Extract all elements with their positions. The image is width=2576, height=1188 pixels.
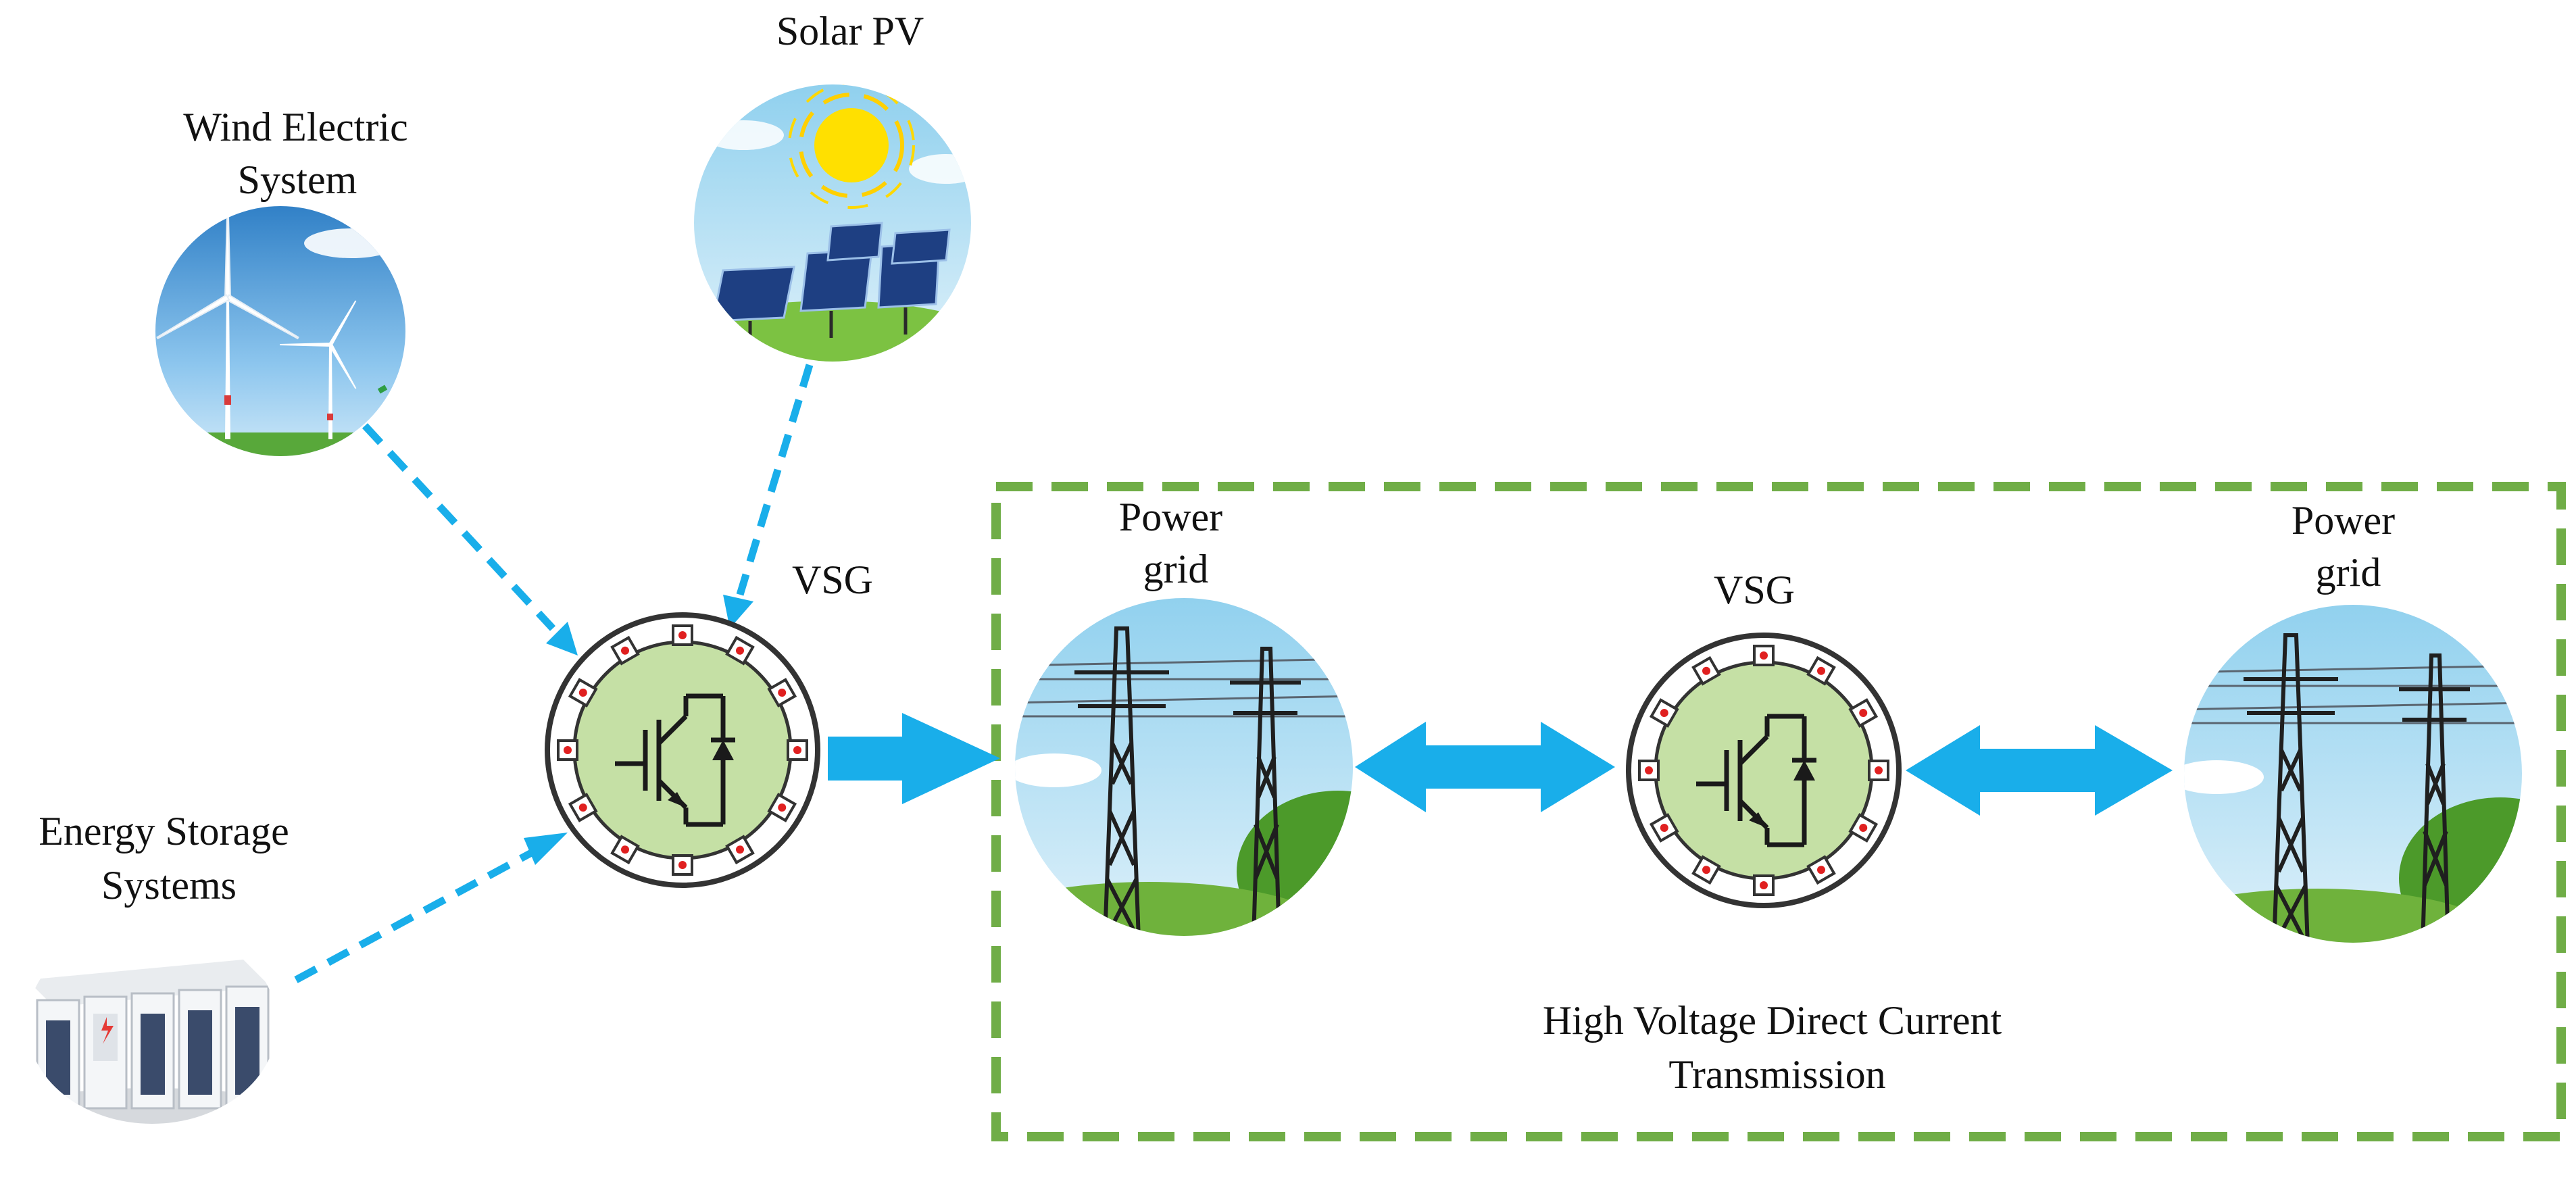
vsg-grid-bidirectional-arrow-right [1906, 725, 2173, 816]
vsg-hvdc-label: VSG [1714, 568, 1795, 612]
vsg-main [545, 612, 820, 888]
hvdc-region [991, 482, 2566, 1141]
grid-right-label: Power grid [2292, 498, 2405, 595]
wind-turbine-icon [155, 206, 405, 456]
igbt-inverter-icon [545, 612, 820, 888]
battery-storage-icon [27, 924, 277, 1124]
solar-label: Solar PV [776, 9, 924, 53]
vsg-main-label: VSG [792, 558, 873, 602]
wind-label: Wind Electric System [183, 105, 418, 202]
storage-label: Energy Storage Systems [39, 809, 299, 908]
storage-to-vsg-arrow [294, 833, 568, 983]
solar-panel-icon [694, 84, 971, 362]
transmission-tower-icon [1015, 598, 1353, 936]
wind-to-vsg-arrow [362, 423, 578, 655]
hvdc-label: High Voltage Direct Current Transmission [1543, 998, 2012, 1097]
igbt-inverter-icon [1626, 633, 1902, 908]
grid-vsg-bidirectional-arrow-left [1355, 722, 1615, 812]
vsg-hvdc [1626, 633, 1902, 908]
solar-to-vsg-arrow [723, 364, 814, 628]
transmission-tower-icon [2184, 605, 2522, 943]
vsg-to-grid-arrow [828, 713, 1000, 804]
grid-left-label: Power grid [1119, 495, 1233, 591]
